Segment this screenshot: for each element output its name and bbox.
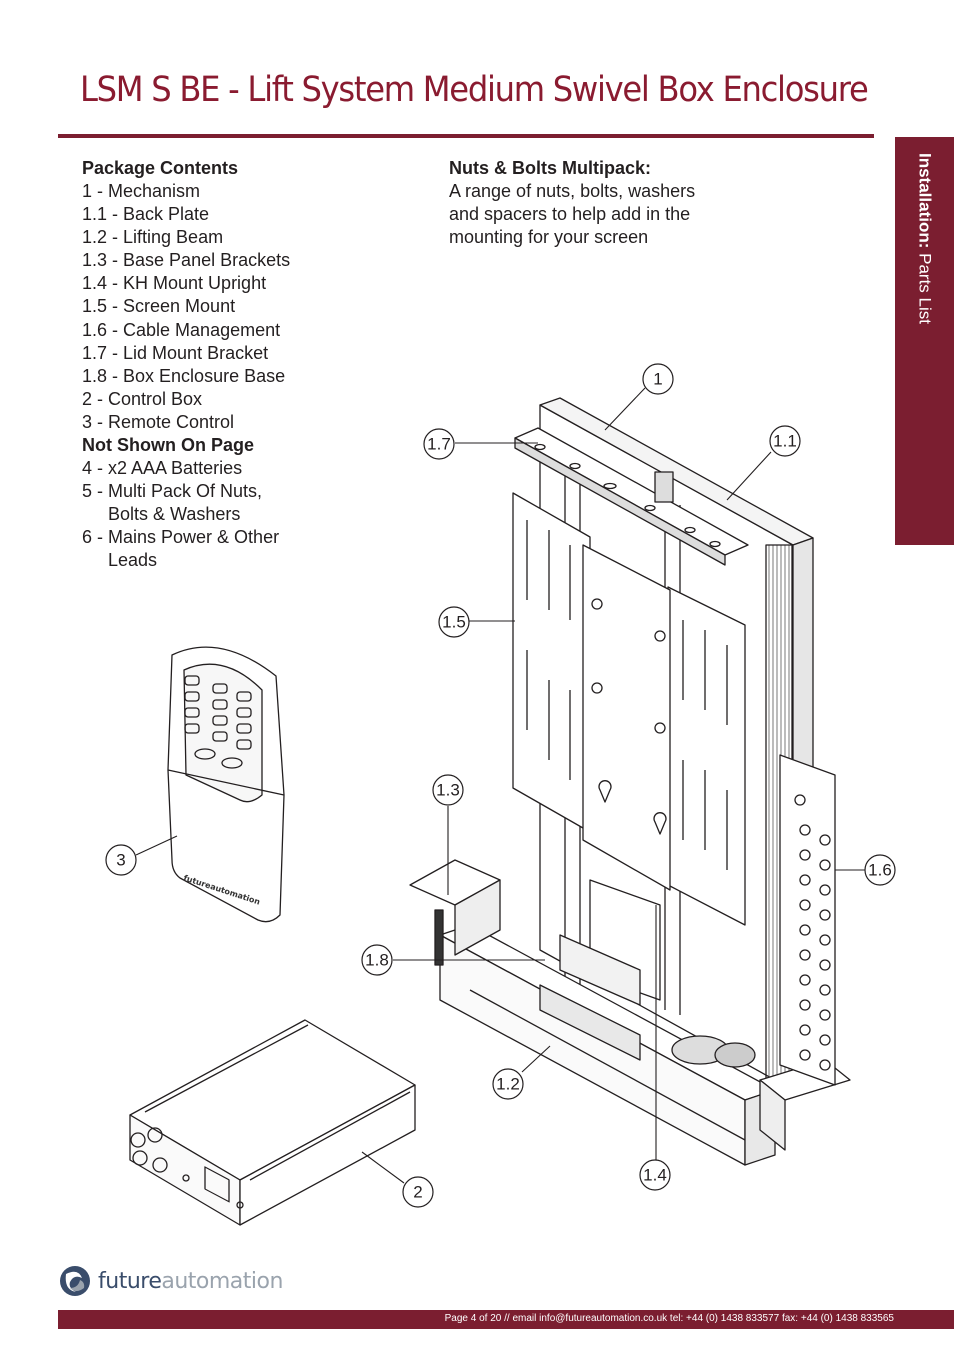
callout-1-5 (438, 606, 470, 638)
multipack-info: Nuts & Bolts Multipack: A range of nuts,… (449, 157, 739, 249)
callout-circles (105, 363, 896, 1208)
callout-3-label: 3 (116, 851, 125, 870)
callout-1-3-label: 1.3 (436, 781, 460, 800)
callout-1-7 (423, 428, 455, 460)
not-shown-heading: Not Shown On Page (82, 435, 255, 456)
logo-word-automation: automation (161, 1268, 283, 1294)
callout-1-2 (492, 1068, 524, 1100)
page-title: LSM S BE - Lift System Medium Swivel Box… (80, 70, 869, 110)
package-contents-heading: Package Contents (82, 158, 239, 178)
callout-1-6 (864, 854, 896, 886)
multipack-heading: Nuts & Bolts Multipack: (449, 158, 652, 178)
list-item: 1.2 - Lifting Beam (82, 227, 224, 248)
callout-2 (402, 1176, 434, 1208)
list-item: 1.7 - Lid Mount Bracket (82, 342, 269, 363)
section-tab-label: Installation: Parts List (915, 153, 935, 324)
callout-1-label: 1 (653, 370, 662, 389)
list-item: 1.5 - Screen Mount (82, 296, 236, 317)
section-tab: Installation: Parts List (895, 137, 954, 545)
package-contents: Package Contents 1 - Mechanism 1.1 - Bac… (82, 157, 290, 573)
logo-swirl-icon (60, 1266, 90, 1296)
multipack-line: mounting for your screen (449, 227, 649, 248)
callout-1-5-label: 1.5 (442, 613, 466, 632)
list-item: 1.3 - Base Panel Brackets (82, 250, 291, 271)
list-item: 3 - Remote Control (82, 411, 235, 432)
footer-bar: Page 4 of 20 // email info@futureautomat… (58, 1310, 954, 1329)
callout-1-1-label: 1.1 (773, 432, 797, 451)
leader-lines (135, 387, 865, 1184)
multipack-line: A range of nuts, bolts, washers (449, 181, 696, 201)
footer-contact: Page 4 of 20 // email info@futureautomat… (444, 1313, 894, 1324)
list-item: Leads (108, 550, 158, 571)
remote-control-drawing (167, 646, 285, 923)
list-item: 2 - Control Box (82, 388, 203, 409)
callout-1-6-label: 1.6 (868, 861, 892, 880)
company-logo: futureautomation (58, 1263, 283, 1299)
callout-1-4 (639, 1159, 671, 1191)
callout-2-label: 2 (413, 1183, 422, 1202)
list-item: 5 - Multi Pack Of Nuts, (82, 481, 263, 502)
callout-1-8-label: 1.8 (365, 951, 389, 970)
mechanism-drawing (409, 397, 851, 1166)
multipack-line: and spacers to help add in the (449, 204, 691, 225)
title-rule (58, 134, 874, 138)
list-item: 6 - Mains Power & Other (82, 527, 280, 548)
list-item: Bolts & Washers (108, 504, 241, 525)
list-item: 1.8 - Box Enclosure Base (82, 365, 286, 386)
callout-1 (642, 363, 674, 395)
callout-1-8 (361, 944, 393, 976)
section-tab-bold: Installation: (915, 153, 935, 249)
list-item: 1.1 - Back Plate (82, 204, 210, 225)
logo-wordmark: futureautomation (98, 1269, 283, 1294)
callout-1-1 (769, 425, 801, 457)
callout-3 (105, 844, 137, 876)
list-item: 1.4 - KH Mount Upright (82, 273, 267, 294)
callout-1-3 (432, 774, 464, 806)
section-tab-text: Parts List (915, 248, 935, 324)
list-item: 4 - x2 AAA Batteries (82, 458, 243, 479)
callout-1-2-label: 1.2 (496, 1075, 520, 1094)
control-box-drawing (129, 1019, 416, 1226)
logo-word-future: future (98, 1268, 162, 1294)
list-item: 1 - Mechanism (82, 181, 201, 201)
callout-1-7-label: 1.7 (427, 435, 451, 454)
callout-1-4-label: 1.4 (643, 1166, 667, 1185)
list-item: 1.6 - Cable Management (82, 319, 281, 340)
